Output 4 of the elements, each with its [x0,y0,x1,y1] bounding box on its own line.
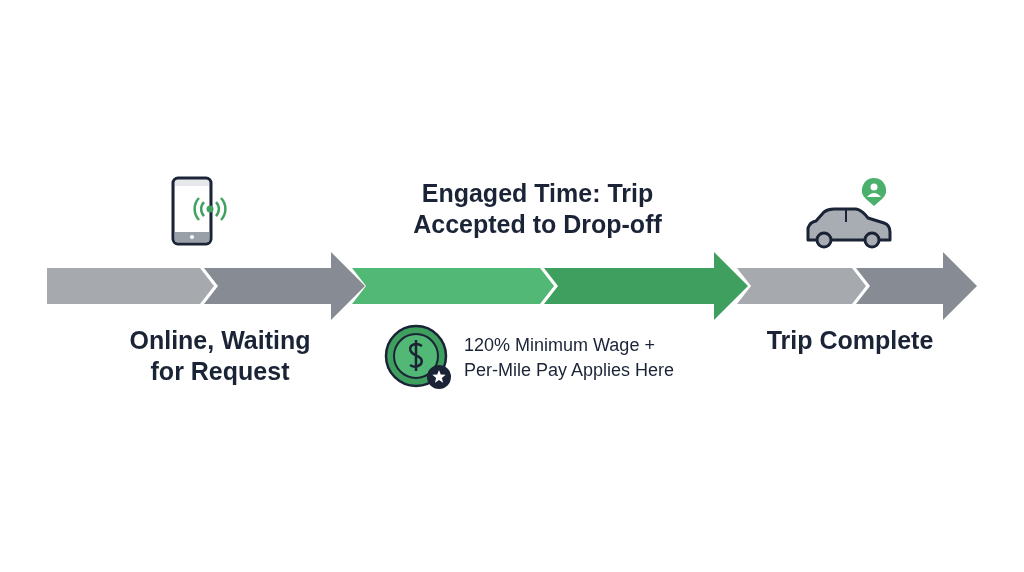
pay-note: 120% Minimum Wage + Per-Mile Pay Applies Here [464,334,676,382]
stage-title: Online, Waiting for Request [128,325,312,387]
stage-title: Engaged Time: Trip Accepted to Drop-off [412,178,663,240]
stage-title: Trip Complete [765,325,935,356]
